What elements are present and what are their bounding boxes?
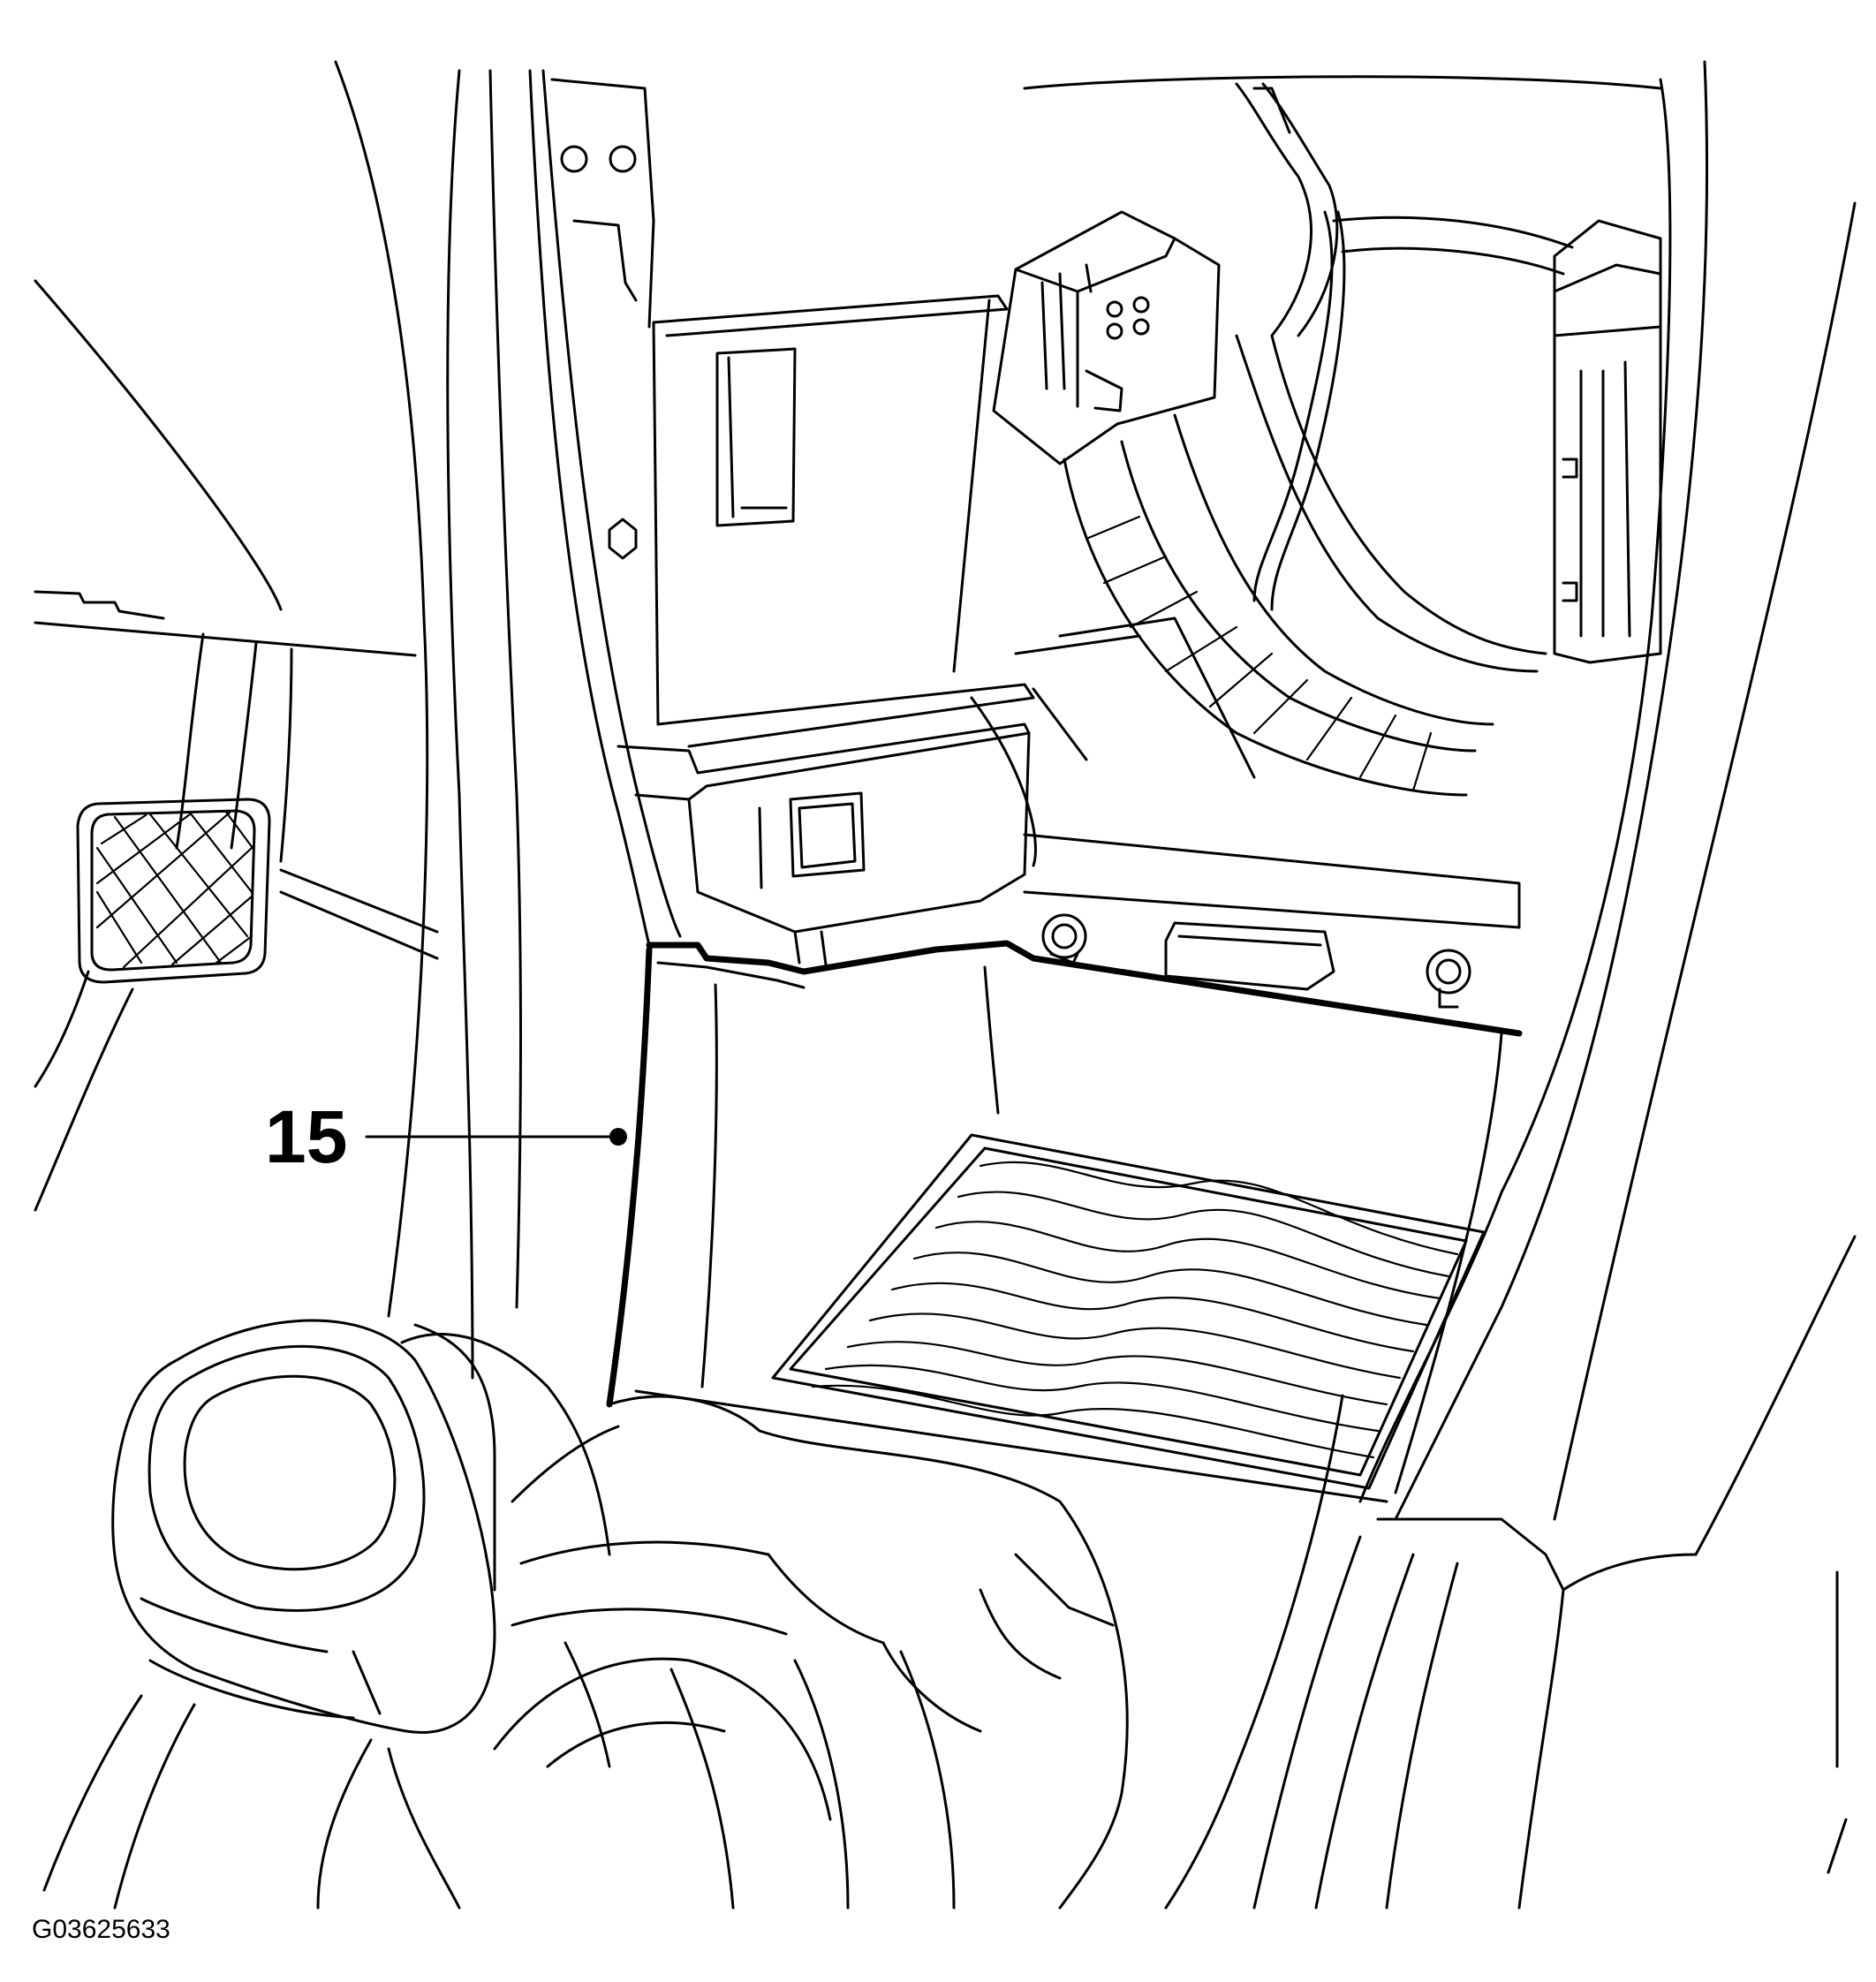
callout-number-15: 15 xyxy=(265,1095,348,1178)
gear-boot xyxy=(42,1395,1129,1910)
floor-trim xyxy=(1164,1394,1698,1910)
console-right-edge xyxy=(1023,60,1857,1874)
control-unit xyxy=(1553,219,1662,664)
dash-bracket xyxy=(550,78,655,560)
brake-pedal xyxy=(76,798,271,984)
console-tray xyxy=(634,965,1503,1503)
gear-lever xyxy=(111,1319,611,1734)
wiring-harness xyxy=(970,82,1574,867)
callout-leader-15 xyxy=(365,1128,627,1146)
console-left-trim xyxy=(334,60,682,1380)
module-box xyxy=(617,294,1035,966)
electrical-connector xyxy=(992,210,1221,465)
heater-panel xyxy=(1023,833,1521,1009)
console-seam-callout-15 xyxy=(606,940,1523,1408)
figure-id: G03625633 xyxy=(32,1915,170,1944)
dashboard-left xyxy=(34,279,439,1212)
